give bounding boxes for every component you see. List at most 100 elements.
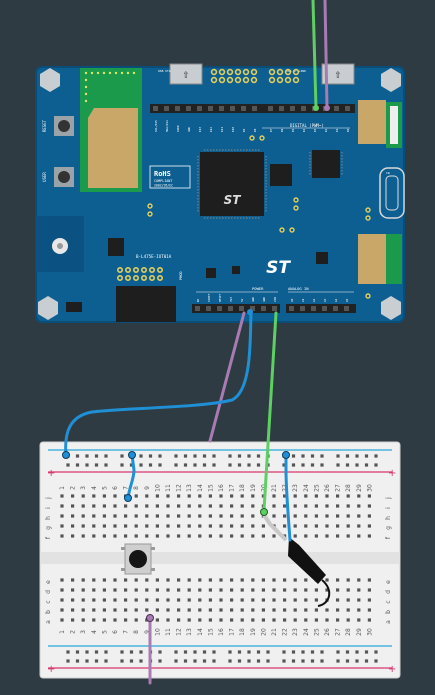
breadboard-hole[interactable]: [357, 578, 361, 582]
breadboard-hole[interactable]: [291, 463, 296, 467]
breadboard-hole[interactable]: [124, 598, 128, 602]
breadboard-hole[interactable]: [120, 463, 124, 467]
breadboard-hole[interactable]: [237, 463, 242, 467]
breadboard-hole[interactable]: [346, 504, 350, 508]
breadboard-hole[interactable]: [357, 618, 361, 622]
breadboard-hole[interactable]: [92, 598, 96, 602]
breadboard-hole[interactable]: [139, 650, 143, 654]
breadboard-hole[interactable]: [251, 578, 255, 582]
breadboard-hole[interactable]: [174, 454, 178, 458]
breadboard-hole[interactable]: [60, 608, 64, 612]
breadboard-hole[interactable]: [261, 578, 265, 582]
breadboard-hole[interactable]: [304, 494, 308, 498]
breadboard-hole[interactable]: [187, 504, 191, 508]
breadboard-hole[interactable]: [374, 454, 378, 458]
breadboard-hole[interactable]: [177, 598, 181, 602]
breadboard-hole[interactable]: [219, 534, 223, 538]
wire-blue-rail-to-sensor[interactable]: [284, 453, 292, 542]
breadboard-hole[interactable]: [208, 618, 212, 622]
wire-purple-top[interactable]: [323, 0, 329, 110]
breadboard-hole[interactable]: [261, 588, 265, 592]
breadboard-hole[interactable]: [346, 494, 350, 498]
breadboard-hole[interactable]: [283, 588, 287, 592]
breadboard-hole[interactable]: [177, 494, 181, 498]
breadboard-hole[interactable]: [291, 650, 296, 654]
breadboard-hole[interactable]: [129, 650, 134, 654]
breadboard-hole[interactable]: [228, 659, 232, 663]
breadboard-hole[interactable]: [102, 514, 106, 518]
breadboard-hole[interactable]: [314, 504, 318, 508]
breadboard-hole[interactable]: [183, 463, 188, 467]
breadboard-hole[interactable]: [240, 524, 244, 528]
breadboard-hole[interactable]: [304, 524, 308, 528]
breadboard-hole[interactable]: [208, 608, 212, 612]
breadboard-hole[interactable]: [187, 514, 191, 518]
breadboard-hole[interactable]: [155, 598, 159, 602]
pmod-header[interactable]: [117, 266, 164, 281]
breadboard-hole[interactable]: [251, 494, 255, 498]
breadboard-hole[interactable]: [208, 598, 212, 602]
reset-button[interactable]: [58, 120, 70, 132]
breadboard-hole[interactable]: [364, 659, 369, 663]
breadboard-hole[interactable]: [124, 524, 128, 528]
breadboard-hole[interactable]: [314, 608, 318, 612]
breadboard-hole[interactable]: [228, 650, 232, 654]
breadboard-hole[interactable]: [346, 618, 350, 622]
breadboard-hole[interactable]: [283, 618, 287, 622]
breadboard-hole[interactable]: [145, 534, 149, 538]
breadboard-hole[interactable]: [251, 618, 255, 622]
breadboard-hole[interactable]: [230, 578, 234, 582]
breadboard-hole[interactable]: [301, 454, 305, 458]
breadboard-hole[interactable]: [291, 454, 296, 458]
breadboard-hole[interactable]: [174, 659, 178, 663]
breadboard-hole[interactable]: [66, 463, 70, 467]
breadboard-hole[interactable]: [81, 514, 85, 518]
breadboard-hole[interactable]: [166, 588, 170, 592]
breadboard-hole[interactable]: [71, 588, 75, 592]
breadboard-hole[interactable]: [158, 454, 162, 458]
breadboard-hole[interactable]: [166, 578, 170, 582]
breadboard-hole[interactable]: [346, 578, 350, 582]
breadboard-hole[interactable]: [336, 494, 340, 498]
breadboard-hole[interactable]: [208, 524, 212, 528]
breadboard-hole[interactable]: [346, 588, 350, 592]
breadboard-hole[interactable]: [193, 454, 197, 458]
breadboard-hole[interactable]: [283, 578, 287, 582]
breadboard-hole[interactable]: [325, 504, 329, 508]
wire-green-down[interactable]: [262, 311, 278, 512]
breadboard-hole[interactable]: [282, 659, 286, 663]
breadboard-hole[interactable]: [92, 504, 96, 508]
breadboard-hole[interactable]: [166, 598, 170, 602]
breadboard-hole[interactable]: [314, 598, 318, 602]
breadboard-hole[interactable]: [237, 650, 242, 654]
breadboard-hole[interactable]: [71, 598, 75, 602]
breadboard-hole[interactable]: [183, 650, 188, 654]
breadboard-hole[interactable]: [336, 504, 340, 508]
breadboard-hole[interactable]: [129, 659, 134, 663]
breadboard-hole[interactable]: [202, 454, 207, 458]
breadboard-hole[interactable]: [134, 618, 138, 622]
breadboard-hole[interactable]: [355, 659, 359, 663]
breadboard-hole[interactable]: [247, 454, 251, 458]
breadboard-hole[interactable]: [177, 608, 181, 612]
breadboard-hole[interactable]: [266, 659, 270, 663]
breadboard-hole[interactable]: [124, 504, 128, 508]
breadboard-hole[interactable]: [187, 578, 191, 582]
wire-blue-board-to-rail[interactable]: [64, 311, 253, 457]
breadboard-hole[interactable]: [228, 454, 232, 458]
breadboard-hole[interactable]: [251, 608, 255, 612]
breadboard-hole[interactable]: [134, 598, 138, 602]
breadboard-hole[interactable]: [134, 578, 138, 582]
breadboard-hole[interactable]: [60, 514, 64, 518]
breadboard-hole[interactable]: [187, 534, 191, 538]
usb-stlink-port[interactable]: [321, 63, 355, 85]
breadboard-hole[interactable]: [158, 659, 162, 663]
breadboard-hole[interactable]: [102, 534, 106, 538]
breadboard-hole[interactable]: [193, 659, 197, 663]
breadboard-hole[interactable]: [266, 650, 270, 654]
breadboard-hole[interactable]: [124, 534, 128, 538]
breadboard-hole[interactable]: [272, 504, 276, 508]
breadboard-hole[interactable]: [272, 598, 276, 602]
breadboard-hole[interactable]: [251, 598, 255, 602]
breadboard-hole[interactable]: [81, 588, 85, 592]
